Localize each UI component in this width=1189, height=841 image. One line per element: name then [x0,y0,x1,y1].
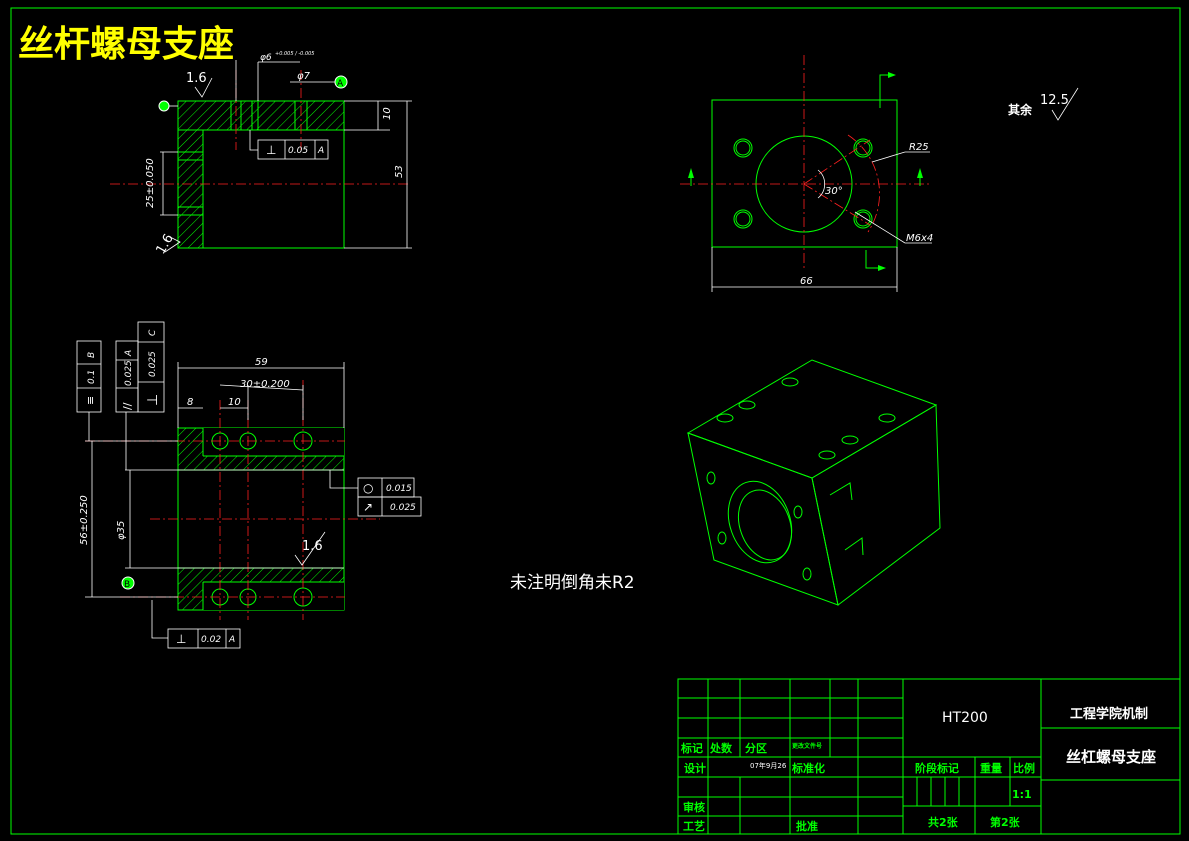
dim-56: 56±0.250 [79,495,90,545]
datum-a-marker [334,75,348,89]
fcf-perp2-value: 0.025 [148,351,158,377]
tb-scale: 1:1 [1012,788,1032,801]
fcf-round-symbol: ○ [363,481,373,495]
tb-std: 标准化 [791,761,825,775]
dim-66: 66 [800,276,813,287]
dim-30-200: 30±0.200 [240,379,290,390]
title-block: HT200 工程学院机制 丝杠螺母支座 标记 处数 分区 更改文件号 设计 07… [677,678,1181,835]
fcf-par-datum: A [124,350,134,357]
fcf-perp3-symbol: ⊥ [176,632,186,646]
dim-r25: R25 [909,142,929,153]
fcf-sym-value: 0.1 [87,370,97,384]
tb-scale-label: 比例 [1013,761,1035,775]
roughness-other-value: 12.5 [1040,93,1069,108]
dim-53: 53 [394,165,405,178]
dim-phi7: φ7 [297,71,311,82]
tb-design: 设计 [684,761,706,775]
fcf-perp3-value: 0.02 [201,635,221,645]
datum-b: B [124,580,130,590]
tb-zone: 分区 [745,741,767,755]
dim-25: 25±0.050 [145,158,156,208]
tb-weight: 重量 [980,761,1002,775]
fcf-round-value: 0.015 [386,484,412,494]
dim-30deg: 30° [825,186,843,197]
fcf-par-value: 0.025 [124,360,134,386]
fcf-perp-datum: A [317,146,324,156]
isometric-view [686,359,941,606]
dim-phi6: φ6 [260,53,272,63]
fcf-perp-value: 0.05 [288,146,308,156]
dim-10: 10 [382,107,393,120]
fcf-runout-value: 0.025 [390,503,416,513]
roughness-top: 1.6 [186,71,207,86]
material: HT200 [942,710,988,726]
datum-b-marker [121,576,135,590]
dim-phi6-tol: +0.005 / -0.005 [275,51,315,57]
drawing-title: 丝杆螺母支座 [18,24,234,65]
dim-phi35: φ35 [116,521,127,540]
tb-doc: 更改文件号 [792,742,822,750]
tb-process: 工艺 [683,819,705,833]
top-view: 66 R25 M6x4 30° [680,55,933,292]
tb-approve: 批准 [796,819,818,833]
roughness-side: 1.6 [153,232,176,257]
fcf-sym-datum: B [87,352,97,358]
fcf-perp-symbol: ⊥ [266,143,276,157]
fcf-perp2-symbol: ⊥ [145,394,161,406]
fcf-runout-symbol: ↗ [363,500,373,514]
section-view: 59 30±0.200 8 10 56±0.250 φ35 1.6 B ≡ 0.… [76,321,422,649]
tb-stage: 阶段标记 [915,761,959,775]
school: 工程学院机制 [1070,706,1148,722]
part-name: 丝杠螺母支座 [1066,748,1156,766]
dim-8: 8 [187,397,193,408]
fcf-perp3-datum: A [228,635,235,645]
tb-count: 处数 [709,741,733,755]
tb-sheet-no: 第2张 [990,815,1021,829]
dim-10b: 10 [228,397,241,408]
roughness-other: 其余 12.5 [1008,87,1079,121]
fcf-perp2-datum: C [148,329,158,336]
tb-date: 07年9月26 [750,761,787,770]
datum-c-marker [158,100,170,112]
datum-a: A [337,79,344,89]
chamfer-note: 未注明倒角未R2 [510,573,635,593]
sheet-border [10,7,1181,835]
fcf-par-symbol: // [121,402,134,410]
front-view: 53 10 25±0.050 1.6 1.6 φ6 +0.005 / -0.00… [110,51,412,257]
tb-mark: 标记 [680,741,703,755]
roughness-section: 1.6 [302,539,323,554]
tb-review: 审核 [683,800,705,814]
roughness-other-label: 其余 [1008,102,1033,117]
dim-59: 59 [255,357,268,368]
fcf-sym-symbol: ≡ [84,396,97,405]
dim-m6: M6x4 [906,233,933,244]
tb-sheets-total: 共2张 [928,815,959,829]
